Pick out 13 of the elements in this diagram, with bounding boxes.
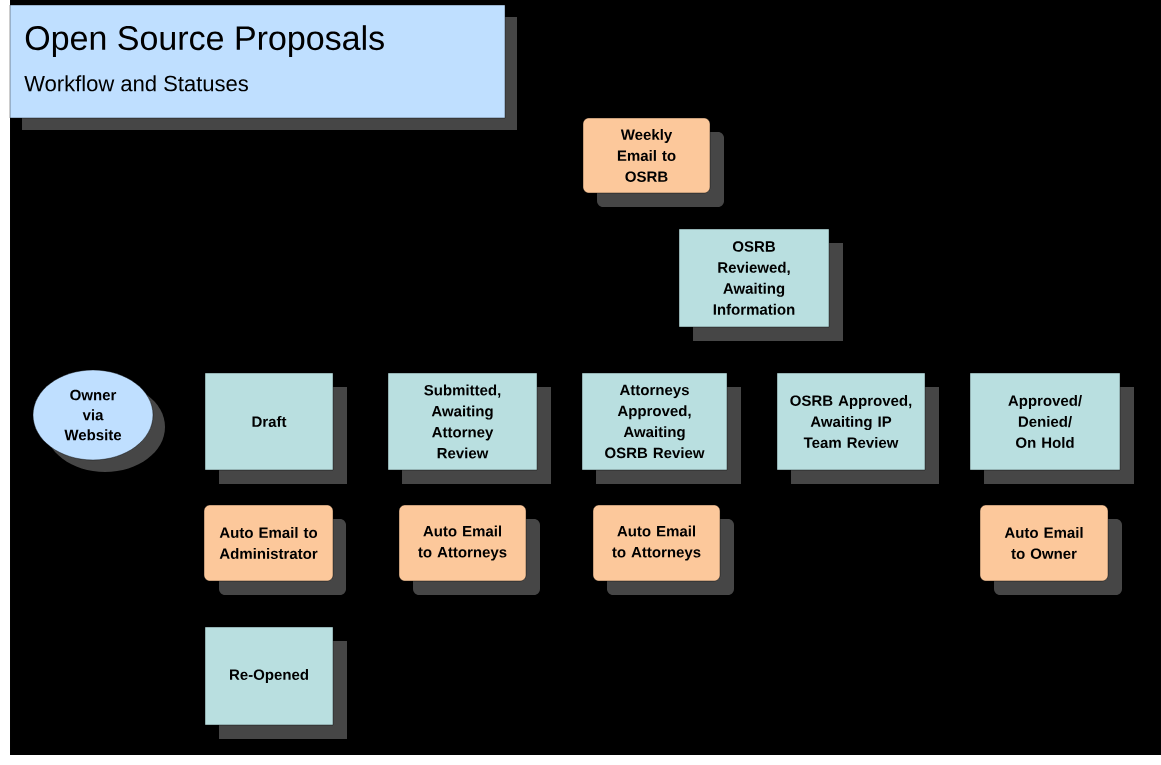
status-box: Approved/ Denied/ On Hold xyxy=(969,372,1134,484)
status-box: OSRB Approved, Awaiting IP Team Review xyxy=(776,372,939,484)
status-box: OSRB Reviewed, Awaiting Information xyxy=(678,228,843,341)
email-box: Weekly Email to OSRB xyxy=(582,117,724,207)
status-box: Re-Opened xyxy=(204,626,347,739)
email-box: Auto Email to Attorneys xyxy=(592,504,734,595)
status-box: Submitted, Awaiting Attorney Review xyxy=(387,372,551,484)
title-box: Open Source Proposals Workflow and Statuses xyxy=(9,4,517,130)
email-box: Auto Email to Owner xyxy=(979,504,1122,595)
status-box: Draft xyxy=(204,372,347,484)
email-box: Auto Email to Administrator xyxy=(203,504,346,595)
email-box: Auto Email to Attorneys xyxy=(398,504,540,595)
status-box: Attorneys Approved, Awaiting OSRB Review xyxy=(581,372,741,484)
